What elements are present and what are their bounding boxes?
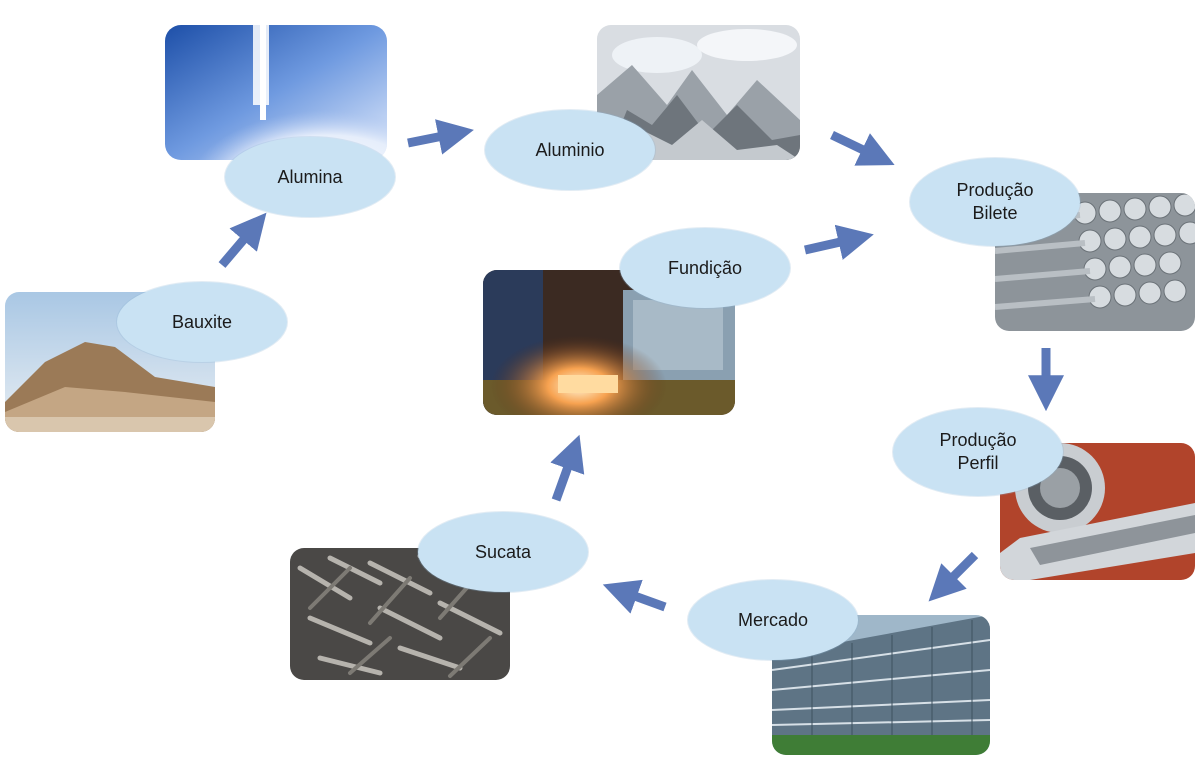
node-aluminio-label: Aluminio: [535, 139, 605, 160]
node-mercado-label: Mercado: [737, 609, 809, 630]
node-bauxite: Bauxite: [117, 282, 287, 362]
node-sucata-label: Sucata: [474, 541, 532, 562]
arrow-alumina-to-aluminio: [407, 119, 474, 155]
node-sucata: Sucata: [418, 512, 588, 592]
node-bauxite-label: Bauxite: [171, 311, 233, 332]
node-alumina-label: Alumina: [277, 166, 343, 187]
node-producao-perfil: Produção Perfil: [893, 408, 1063, 496]
node-fundicao: Fundição: [620, 228, 790, 308]
node-producao-perfil-label: Produção Perfil: [939, 430, 1017, 473]
arrow-mercado-to-sucata: [602, 579, 667, 614]
node-alumina: Alumina: [225, 137, 395, 217]
node-mercado: Mercado: [688, 580, 858, 660]
node-producao-bilete-label: Produção Bilete: [956, 180, 1034, 223]
node-fundicao-label: Fundição: [667, 257, 743, 278]
arrow-aluminio-to-bilete: [830, 130, 895, 166]
extrusion-die-photo: [1000, 443, 1195, 580]
arrow-perfil-to-mercado: [928, 551, 979, 602]
arrow-sucata-to-fundicao: [550, 434, 585, 502]
foundry-furnace-photo: [483, 270, 735, 415]
arrow-bauxite-to-alumina: [218, 212, 267, 268]
node-producao-bilete: Produção Bilete: [910, 158, 1080, 246]
arrow-fundicao-to-bilete: [804, 224, 874, 260]
node-aluminio: Aluminio: [485, 110, 655, 190]
